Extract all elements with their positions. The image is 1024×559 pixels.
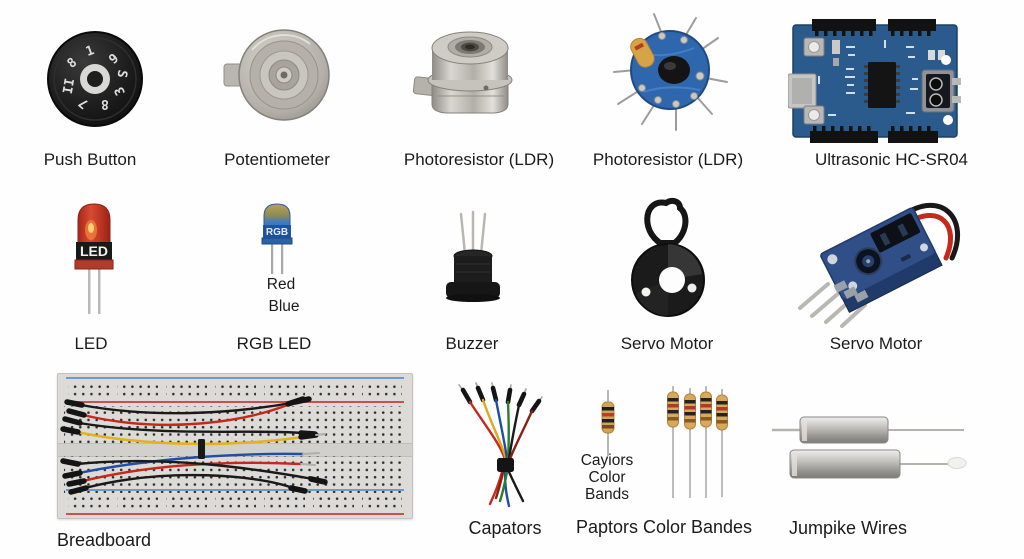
resistors-image	[667, 386, 728, 498]
svg-text:8: 8	[101, 96, 109, 111]
breadboard-label: Breadboard	[57, 530, 152, 550]
rgb-note-red: Red	[266, 276, 296, 293]
potentiometer-image	[223, 29, 330, 121]
resistor-note-line3: Bands	[585, 486, 629, 503]
capators-image	[458, 382, 543, 508]
power-connector	[921, 69, 961, 113]
breadboard-bottom-rail	[66, 489, 404, 515]
svg-text:II: II	[61, 77, 78, 95]
photoresistor-pcb-label: Photoresistor (LDR)	[592, 150, 744, 169]
servo-module-image	[798, 202, 960, 328]
breadboard-wires	[60, 396, 328, 495]
resistor-note-line1: Cayiors	[580, 452, 634, 469]
rgb-led-image: RGB	[261, 203, 293, 274]
resistor	[667, 386, 679, 498]
resistors-label: Paptors Color Bandes	[575, 517, 753, 537]
resistor-note-line2: Color	[588, 469, 626, 486]
breadboard-top-bank	[64, 406, 406, 443]
ultrasonic-label: Ultrasonic HC-SR04	[814, 150, 969, 169]
led-label: LED	[74, 334, 108, 353]
servo-round-image	[631, 197, 705, 317]
buzzer-label: Buzzer	[445, 334, 499, 353]
jumper-wires-image	[772, 416, 967, 479]
potentiometer-label: Potentiometer	[224, 150, 330, 169]
board-buttons	[803, 37, 825, 125]
rgb-led-label: RGB LED	[236, 334, 312, 353]
pcb-pads	[638, 32, 705, 108]
breadboard-top-rail	[66, 377, 404, 403]
photoresistor-metal-image	[412, 31, 513, 114]
photoresistor-pcb-image	[613, 13, 728, 131]
rgb-note-blue: Blue	[268, 298, 300, 315]
photoresistor-metal-label: Photoresistor (LDR)	[403, 150, 555, 169]
jumper-wires-label: Jumpike Wires	[788, 518, 908, 538]
ultrasonic-board-image	[788, 19, 961, 143]
push-button-image: 1 6 S 3 8 7 II 8	[47, 31, 143, 127]
svg-text:S: S	[113, 69, 129, 79]
led-image: LED	[74, 203, 114, 314]
ic-chip	[864, 62, 900, 108]
servo-round-label: Servo Motor	[620, 334, 714, 353]
push-button-label: Push Button	[43, 150, 137, 169]
led-body-text: LED	[80, 243, 108, 259]
silkscreen-marks	[818, 40, 918, 116]
rgb-body-text: RGB	[266, 227, 288, 238]
capators-label: Capators	[468, 518, 542, 538]
breadboard-image	[57, 373, 413, 519]
single-resistor-image	[601, 390, 615, 456]
buzzer-image	[446, 210, 500, 302]
servo-module-label: Servo Motor	[829, 334, 923, 353]
pin-headers	[810, 19, 938, 143]
